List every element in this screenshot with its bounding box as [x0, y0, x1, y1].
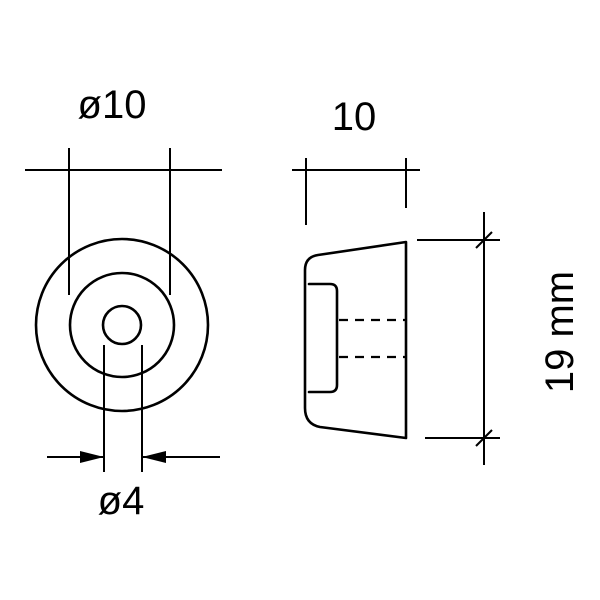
- center-hole: [101, 304, 143, 346]
- tick-top-icon: [475, 231, 493, 249]
- side-recess: [307, 282, 339, 394]
- side-height-label: 19 mm: [538, 271, 582, 393]
- hole-diameter-label: ø4: [98, 479, 145, 523]
- outer-circle: [34, 237, 210, 413]
- middle-circle: [68, 271, 176, 379]
- arrow-left-icon: [142, 451, 166, 463]
- side-view: 10 19 mm: [292, 95, 582, 465]
- arrow-right-icon: [80, 451, 104, 463]
- side-width-label: 10: [332, 95, 377, 139]
- tick-bottom-icon: [475, 429, 493, 447]
- outer-diameter-label: ø10: [78, 83, 147, 127]
- side-body-outline: [303, 240, 408, 440]
- front-view: ø10 ø4: [25, 83, 222, 523]
